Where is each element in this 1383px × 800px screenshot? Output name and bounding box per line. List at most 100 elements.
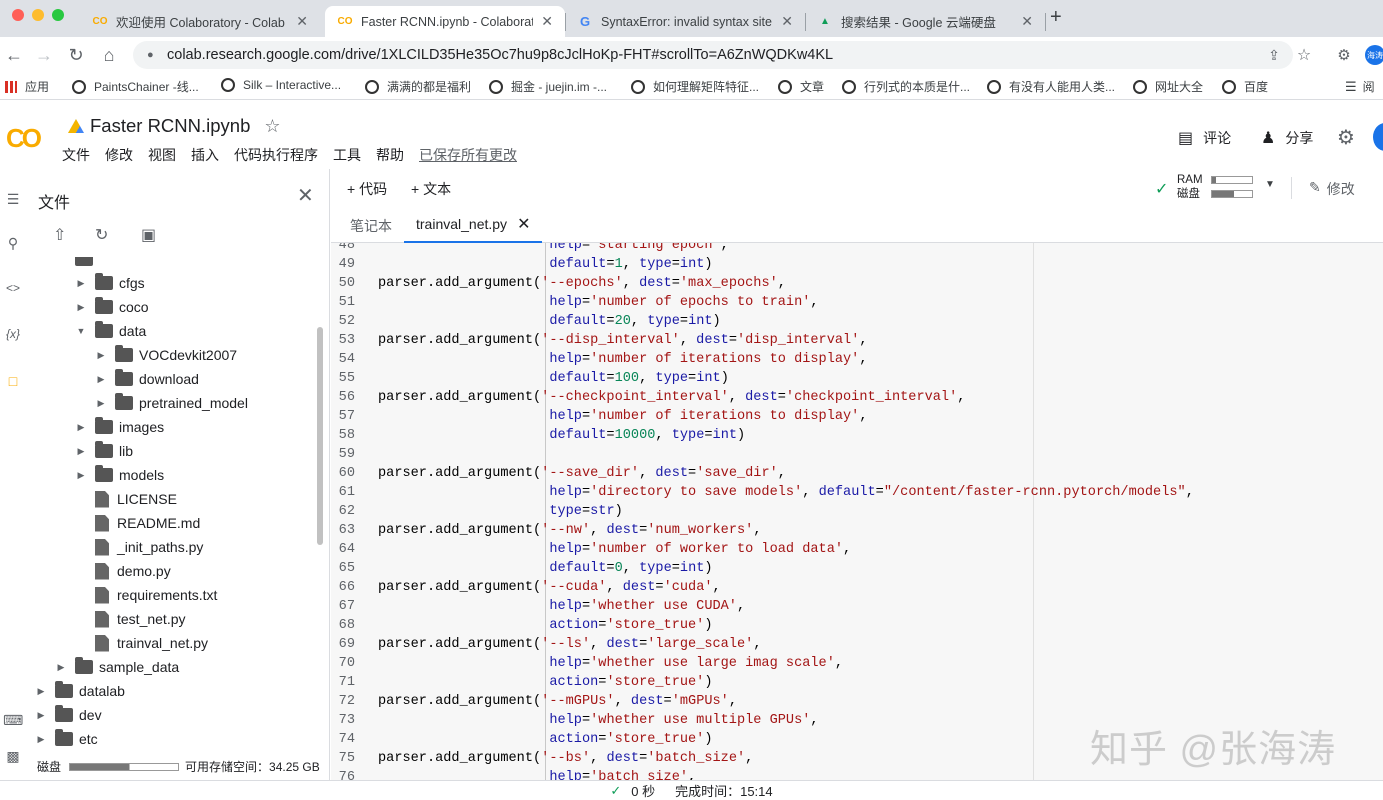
search-icon[interactable]: ⚲ [7, 235, 19, 251]
back-arrow-icon[interactable]: ← [5, 44, 23, 65]
chevron-right-icon[interactable]: ▶ [97, 397, 105, 408]
terminal-icon[interactable]: ▩ [6, 748, 20, 764]
share-page-icon[interactable]: ⇪ [1268, 46, 1280, 63]
folder-item[interactable]: ▶models [75, 463, 164, 487]
bookmark-item[interactable]: 应用 [5, 78, 49, 95]
code-line[interactable]: 67 help='whether use CUDA', [331, 597, 1383, 616]
code-line[interactable]: 59 [331, 445, 1383, 464]
edit-button[interactable]: ✎ 修改 [1309, 179, 1355, 199]
code-line[interactable]: 71 action='store_true') [331, 673, 1383, 692]
menu-edit[interactable]: 修改 [105, 147, 133, 163]
close-tab-icon[interactable]: ✕ [517, 216, 531, 233]
chevron-right-icon[interactable]: ▶ [37, 709, 45, 720]
chevron-right-icon[interactable]: ▶ [77, 469, 85, 480]
file-item[interactable]: requirements.txt [75, 583, 217, 607]
refresh-folder-icon[interactable]: ↻ [95, 227, 109, 244]
code-line[interactable]: 52 default=20, type=int) [331, 312, 1383, 331]
folder-item[interactable]: ▼data [75, 319, 146, 343]
folder-item[interactable]: ▶pretrained_model [95, 391, 248, 415]
code-line[interactable]: 51 help='number of epochs to train', [331, 293, 1383, 312]
bookmark-item[interactable]: 网址大全 [1133, 78, 1203, 95]
colab-logo[interactable]: CO [6, 123, 42, 153]
bookmark-item[interactable]: 满满的都是福利 [365, 78, 471, 95]
code-line[interactable]: 48 help='starting epoch', [331, 243, 1383, 255]
chevron-right-icon[interactable]: ▶ [37, 685, 45, 696]
chevron-right-icon[interactable]: ▶ [57, 661, 65, 672]
file-item[interactable]: _init_paths.py [75, 535, 203, 559]
folder-item[interactable]: ▶coco [75, 295, 149, 319]
code-snippets-icon[interactable]: <> [5, 281, 20, 295]
code-line[interactable]: 49 default=1, type=int) [331, 255, 1383, 274]
file-item[interactable]: trainval_net.py [75, 631, 208, 655]
bookmark-item[interactable]: 如何理解矩阵特征... [631, 78, 759, 95]
browser-tab[interactable]: ▲搜索结果 - Google 云端硬盘✕ [805, 6, 1045, 37]
maximize-window-icon[interactable] [52, 9, 64, 21]
folder-item[interactable]: ▶dev [35, 703, 102, 727]
profile-avatar[interactable]: 海涛 [1365, 45, 1383, 65]
code-line[interactable]: 74 action='store_true') [331, 730, 1383, 749]
minimize-window-icon[interactable] [32, 9, 44, 21]
close-tab-icon[interactable]: ✕ [1021, 13, 1033, 29]
code-line[interactable]: 76 help='batch_size', [331, 768, 1383, 780]
code-line[interactable]: 55 default=100, type=int) [331, 369, 1383, 388]
saved-status[interactable]: 已保存所有更改 [419, 147, 517, 163]
bookmark-item[interactable]: 文章 [778, 78, 824, 95]
file-item[interactable]: test_net.py [75, 607, 186, 631]
file-item[interactable]: demo.py [75, 559, 171, 583]
folder-item[interactable]: ▶download [95, 367, 199, 391]
chevron-down-icon[interactable]: ▼ [76, 326, 86, 336]
forward-arrow-icon[interactable]: → [35, 44, 53, 65]
resources-indicator[interactable]: RAM 磁盘 [1177, 173, 1203, 201]
close-icon[interactable]: ✕ [297, 185, 314, 207]
code-line[interactable]: 61 help='directory to save models', defa… [331, 483, 1383, 502]
code-line[interactable]: 73 help='whether use multiple GPUs', [331, 711, 1383, 730]
folder-item[interactable]: ▶etc [35, 727, 98, 751]
folder-item[interactable]: ▶datalab [35, 679, 125, 703]
chevron-down-icon[interactable]: ▼ [1265, 179, 1275, 190]
upload-file-icon[interactable]: ⇧ [53, 227, 67, 244]
bookmark-item[interactable]: 行列式的本质是什... [842, 78, 970, 95]
notebook-title[interactable]: Faster RCNN.ipynb ☆ [68, 115, 281, 137]
bookmark-item[interactable]: PaintsChainer -线... [72, 78, 199, 95]
chevron-right-icon[interactable]: ▶ [97, 373, 105, 384]
add-code-button[interactable]: + 代码 [347, 181, 388, 197]
file-item[interactable]: README.md [75, 511, 200, 535]
home-icon[interactable]: ⌂ [103, 44, 115, 65]
folder-item[interactable]: ▶lib [75, 439, 133, 463]
code-line[interactable]: 54 help='number of iterations to display… [331, 350, 1383, 369]
close-tab-icon[interactable]: ✕ [541, 13, 553, 29]
comment-button[interactable]: ▤ 评论 [1178, 128, 1231, 148]
address-bar[interactable]: ● colab.research.google.com/drive/1XLCIL… [133, 41, 1293, 69]
folder-item[interactable] [75, 257, 99, 271]
close-window-icon[interactable] [12, 9, 24, 21]
menu-help[interactable]: 帮助 [376, 147, 404, 163]
folder-item[interactable]: ▶cfgs [75, 271, 145, 295]
code-line[interactable]: 57 help='number of iterations to display… [331, 407, 1383, 426]
chevron-right-icon[interactable]: ▶ [97, 349, 105, 360]
code-line[interactable]: 62 type=str) [331, 502, 1383, 521]
chevron-right-icon[interactable]: ▶ [77, 421, 85, 432]
mount-drive-off-icon[interactable]: ▣ [141, 227, 157, 244]
code-line[interactable]: 65 default=0, type=int) [331, 559, 1383, 578]
tab-trainval-net[interactable]: trainval_net.py ✕ [404, 207, 543, 243]
bookmark-star-icon[interactable]: ☆ [1296, 47, 1312, 64]
star-icon[interactable]: ☆ [264, 115, 281, 136]
tab-notebook[interactable]: 笔记本 [350, 218, 392, 234]
menu-runtime[interactable]: 代码执行程序 [234, 147, 318, 163]
bookmark-item[interactable]: 掘金 - juejin.im -... [489, 78, 607, 95]
close-tab-icon[interactable]: ✕ [296, 13, 308, 29]
menu-tools[interactable]: 工具 [333, 147, 361, 163]
file-tree-scrollbar[interactable] [317, 327, 323, 545]
code-line[interactable]: 68 action='store_true') [331, 616, 1383, 635]
toc-icon[interactable]: ☰ [6, 191, 20, 207]
folder-item[interactable]: ▶VOCdevkit2007 [95, 343, 237, 367]
variables-icon[interactable]: {x} [5, 327, 20, 341]
reading-list[interactable]: ☰ 阅 [1345, 78, 1375, 95]
